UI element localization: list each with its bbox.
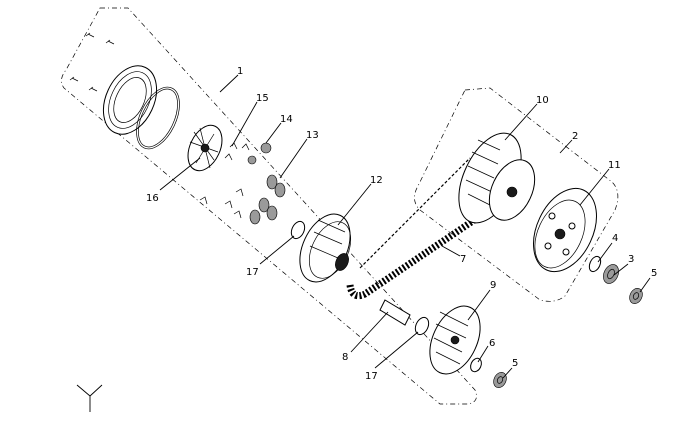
part-12-movable-face (299, 213, 352, 283)
callout-12: 12 (370, 175, 383, 186)
callout-15: 15 (256, 93, 269, 104)
leader-lines (159, 74, 651, 379)
callout-3: 3 (628, 254, 634, 265)
part-9-fixed-face (429, 305, 481, 375)
axis-tripod-icon (76, 384, 103, 412)
part-5-nut-bottom (493, 372, 507, 388)
part-16-drive-face (187, 124, 223, 172)
callout-1: 1 (237, 66, 243, 77)
callout-6: 6 (489, 338, 495, 349)
callout-17-lower: 17 (365, 371, 378, 382)
part-11-clutch-bell (533, 187, 597, 273)
part-15-ramp-plate (224, 142, 250, 161)
part-3-nut (603, 264, 619, 284)
part-17-collar-lower (414, 316, 430, 336)
part-10-driven-pulley (458, 132, 536, 224)
callout-10: 10 (536, 95, 549, 106)
group-boundary-2 (414, 87, 619, 302)
callout-4: 4 (612, 233, 618, 244)
group-boundary-1 (61, 7, 477, 405)
callout-8: 8 (342, 352, 348, 363)
part-14-sliders (247, 142, 272, 165)
callout-5-bottom: 5 (512, 358, 518, 369)
callout-14: 14 (280, 114, 293, 125)
callout-17-upper: 17 (246, 267, 259, 278)
callout-7: 7 (460, 254, 466, 265)
part-6-washer (470, 357, 482, 373)
part-5-nut-right (629, 288, 643, 304)
callout-2: 2 (572, 131, 578, 142)
part-8-sleeve (379, 299, 411, 326)
callout-13: 13 (306, 130, 319, 141)
cover-screws (69, 32, 115, 92)
callout-9: 9 (490, 280, 496, 291)
part-4-spacer (588, 255, 602, 273)
part-13-rollers (199, 174, 286, 225)
part-17-collar-upper (290, 220, 306, 240)
callout-5-right: 5 (651, 268, 657, 279)
callout-16: 16 (146, 193, 159, 204)
part-1-cover (102, 65, 180, 150)
callout-11: 11 (608, 160, 621, 171)
